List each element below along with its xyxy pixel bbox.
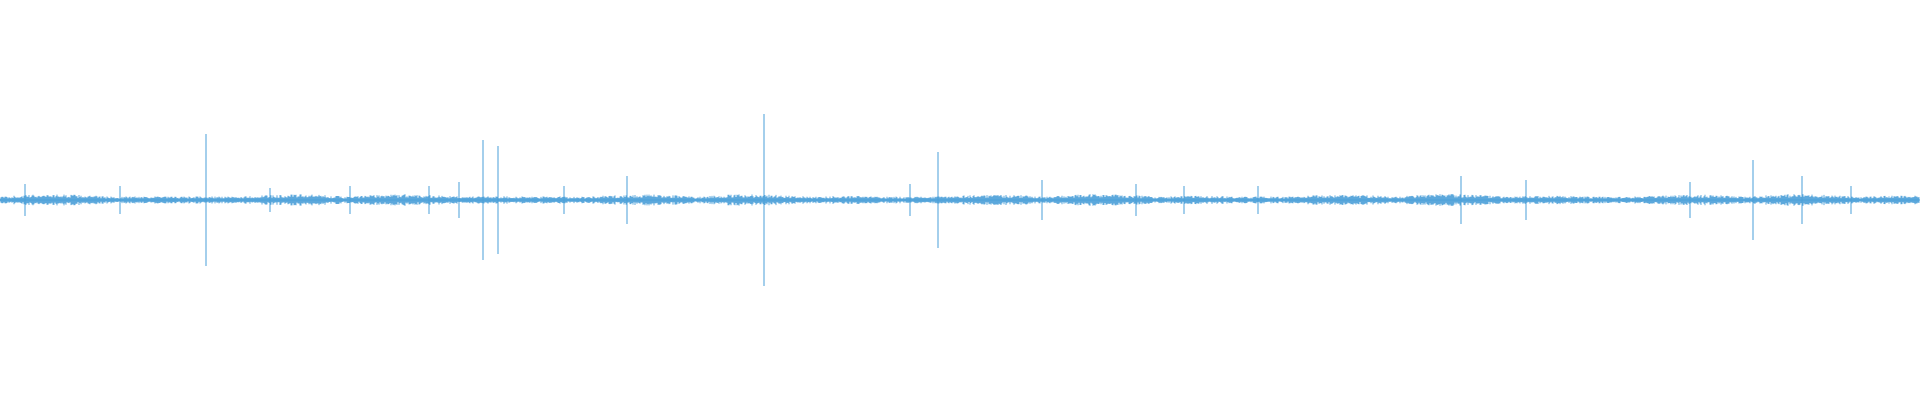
waveform-peaks (24, 114, 1852, 286)
waveform-trace (0, 194, 1920, 206)
